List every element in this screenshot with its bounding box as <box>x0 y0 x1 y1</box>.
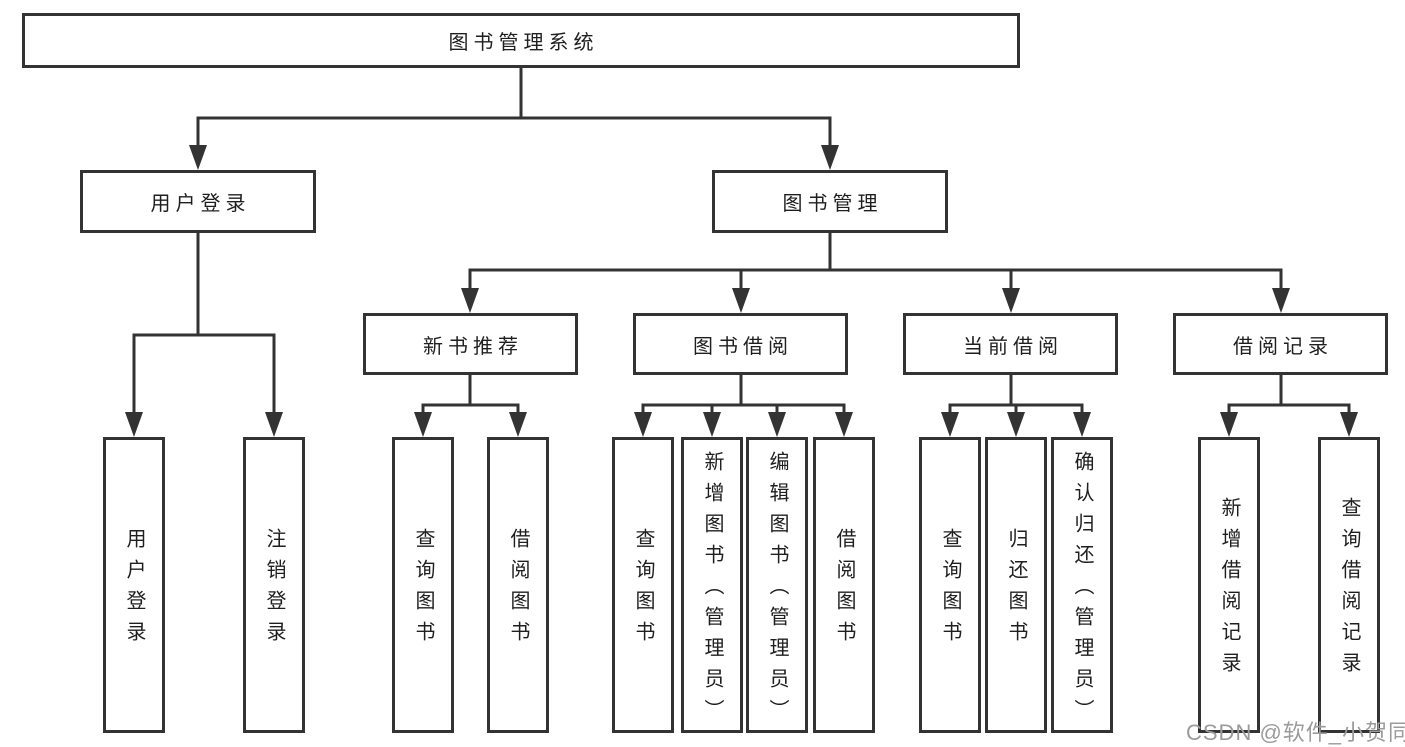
node-label: 查询图书 <box>939 528 961 652</box>
node-book-borrowing: 图书借阅 <box>633 313 848 375</box>
watermark: CSDN @软件_小贺同学 <box>1186 720 1405 745</box>
leaf-add-books-admin: 新增图书（管理员） <box>681 437 743 733</box>
leaf-borrow-books-recommend: 借阅图书 <box>487 437 549 733</box>
leaf-query-books-recommend: 查询图书 <box>392 437 454 733</box>
node-label: 借阅图书 <box>833 528 855 652</box>
node-label: 新增图书（管理员） <box>701 450 723 730</box>
node-label: 用户登录 <box>150 193 251 215</box>
node-label: 注销登录 <box>263 528 285 652</box>
node-label: 新增借阅记录 <box>1218 497 1240 683</box>
node-borrowing-records: 借阅记录 <box>1173 313 1388 375</box>
node-current-borrowing: 当前借阅 <box>903 313 1118 375</box>
leaf-query-books-borrowing: 查询图书 <box>612 437 674 733</box>
leaf-logout-login: 注销登录 <box>243 437 305 733</box>
leaf-edit-books-admin: 编辑图书（管理员） <box>746 437 808 733</box>
node-label: 借阅记录 <box>1233 335 1333 358</box>
leaf-add-borrow-record: 新增借阅记录 <box>1198 437 1260 733</box>
leaf-query-books-current: 查询图书 <box>919 437 981 733</box>
node-library-management-system: 图书管理系统 <box>22 13 1020 68</box>
node-label: 编辑图书（管理员） <box>766 450 788 730</box>
leaf-query-borrow-record: 查询借阅记录 <box>1318 437 1380 733</box>
node-label: 图书管理 <box>782 193 883 215</box>
node-user-login: 用户登录 <box>80 170 316 233</box>
node-label: 借阅图书 <box>507 528 529 652</box>
node-label: 查询图书 <box>632 528 654 652</box>
node-label: 确认归还（管理员） <box>1071 450 1093 730</box>
leaf-confirm-return-admin: 确认归还（管理员） <box>1051 437 1113 733</box>
node-label: 图书管理系统 <box>448 32 599 54</box>
node-label: 查询图书 <box>412 528 434 652</box>
node-book-management: 图书管理 <box>712 170 948 233</box>
node-label: 新书推荐 <box>423 335 523 358</box>
node-label: 查询借阅记录 <box>1338 497 1360 683</box>
node-new-book-recommendation: 新书推荐 <box>363 313 578 375</box>
leaf-return-books: 归还图书 <box>985 437 1047 733</box>
leaf-user-login: 用户登录 <box>103 437 165 733</box>
node-label: 用户登录 <box>123 528 145 652</box>
node-label: 当前借阅 <box>963 335 1063 358</box>
node-label: 归还图书 <box>1005 528 1027 652</box>
leaf-borrow-books-borrowing: 借阅图书 <box>813 437 875 733</box>
node-label: 图书借阅 <box>693 335 793 358</box>
